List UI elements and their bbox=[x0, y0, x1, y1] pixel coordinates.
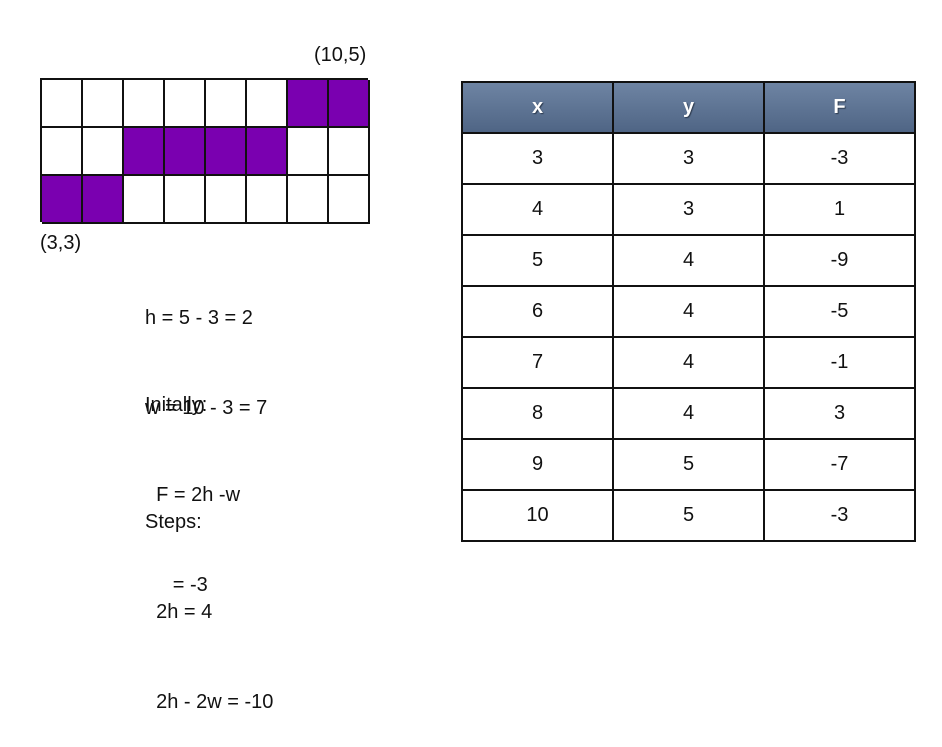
initial-heading: Initally: bbox=[145, 394, 208, 416]
calc-line-w: w = 10 - 3 = 7 bbox=[145, 397, 268, 419]
startpoint-label: (3,3) bbox=[40, 232, 82, 254]
cell-x: 8 bbox=[461, 387, 614, 440]
cell-x: 5 bbox=[461, 234, 614, 287]
header-f: F bbox=[763, 81, 916, 134]
filled-pixel bbox=[206, 128, 247, 176]
empty-pixel bbox=[42, 80, 83, 128]
steps-heading: Steps: bbox=[145, 511, 202, 533]
dimension-calculations: h = 5 - 3 = 2 w = 10 - 3 = 7 bbox=[145, 243, 267, 453]
cell-f: 3 bbox=[763, 387, 916, 440]
empty-pixel bbox=[247, 80, 288, 128]
cell-y: 4 bbox=[612, 234, 765, 287]
cell-x: 6 bbox=[461, 285, 614, 338]
cell-x: 9 bbox=[461, 438, 614, 491]
cell-y: 3 bbox=[612, 183, 765, 236]
empty-pixel bbox=[83, 128, 124, 176]
filled-pixel bbox=[83, 176, 124, 224]
cell-f: -3 bbox=[763, 489, 916, 542]
step-northeast: 2h - 2w = -10 bbox=[145, 691, 274, 713]
filled-pixel bbox=[288, 80, 329, 128]
empty-pixel bbox=[206, 80, 247, 128]
cell-y: 3 bbox=[612, 132, 765, 185]
empty-pixel bbox=[165, 80, 206, 128]
empty-pixel bbox=[247, 176, 288, 224]
cell-f: -1 bbox=[763, 336, 916, 389]
cell-f: -3 bbox=[763, 132, 916, 185]
filled-pixel bbox=[165, 128, 206, 176]
initial-formula: F = 2h -w bbox=[145, 484, 241, 506]
empty-pixel bbox=[329, 128, 370, 176]
filled-pixel bbox=[124, 128, 165, 176]
step-notes: Steps: 2h = 4 2h - 2w = -10 bbox=[145, 447, 273, 747]
cell-y: 4 bbox=[612, 387, 765, 440]
empty-pixel bbox=[124, 80, 165, 128]
calc-line-h: h = 5 - 3 = 2 bbox=[145, 307, 253, 329]
cell-y: 4 bbox=[612, 285, 765, 338]
cell-x: 4 bbox=[461, 183, 614, 236]
empty-pixel bbox=[124, 176, 165, 224]
cell-y: 5 bbox=[612, 489, 765, 542]
empty-pixel bbox=[42, 128, 83, 176]
cell-f: -5 bbox=[763, 285, 916, 338]
cell-f: -7 bbox=[763, 438, 916, 491]
empty-pixel bbox=[83, 80, 124, 128]
filled-pixel bbox=[247, 128, 288, 176]
empty-pixel bbox=[288, 176, 329, 224]
cell-y: 5 bbox=[612, 438, 765, 491]
empty-pixel bbox=[206, 176, 247, 224]
header-x: x bbox=[461, 81, 614, 134]
cell-f: -9 bbox=[763, 234, 916, 287]
cell-x: 7 bbox=[461, 336, 614, 389]
initial-value-notes: Initally: F = 2h -w = -3 bbox=[145, 330, 240, 630]
filled-pixel bbox=[42, 176, 83, 224]
empty-pixel bbox=[165, 176, 206, 224]
cell-x: 10 bbox=[461, 489, 614, 542]
header-y: y bbox=[612, 81, 765, 134]
endpoint-label: (10,5) bbox=[314, 44, 367, 66]
empty-pixel bbox=[288, 128, 329, 176]
step-east: 2h = 4 bbox=[145, 601, 213, 623]
empty-pixel bbox=[329, 176, 370, 224]
table-header-row: x y F bbox=[461, 81, 916, 134]
filled-pixel bbox=[329, 80, 370, 128]
pixel-grid bbox=[40, 78, 370, 224]
cell-f: 1 bbox=[763, 183, 916, 236]
cell-x: 3 bbox=[461, 132, 614, 185]
cell-y: 4 bbox=[612, 336, 765, 389]
